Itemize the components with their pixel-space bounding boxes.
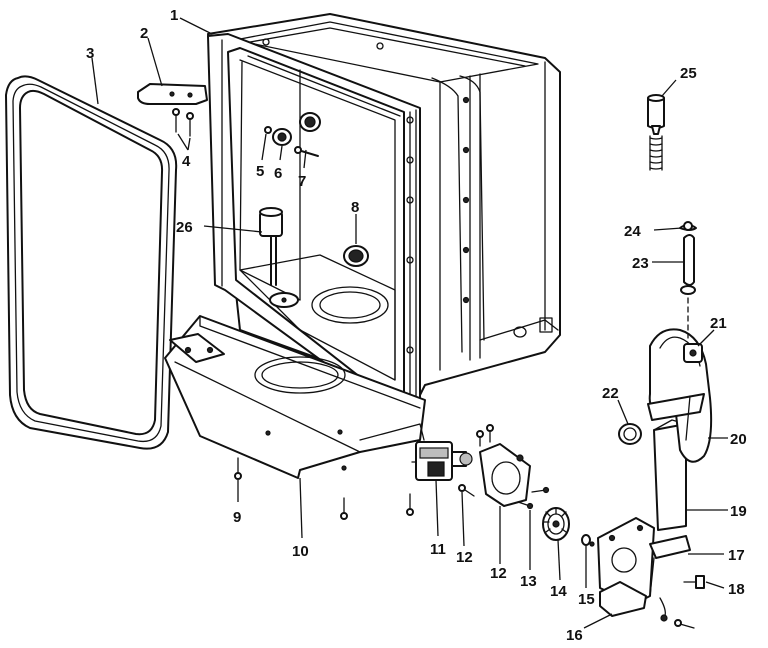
callout-11: 11 (430, 541, 446, 558)
spring-fitting (647, 94, 665, 171)
callout-3: 3 (86, 45, 94, 62)
callout-4: 4 (182, 153, 191, 170)
bracket-screw (674, 575, 705, 629)
hinge-screws (172, 108, 194, 137)
pump-bracket (649, 535, 691, 622)
housing-screws (517, 486, 550, 510)
impeller (542, 507, 570, 541)
callout-2: 2 (140, 25, 148, 42)
callout-19: 19 (730, 503, 747, 520)
callout-23: 23 (632, 255, 649, 272)
callout-26: 26 (176, 219, 193, 236)
mounting-plate (597, 517, 655, 617)
hinge-bracket (137, 83, 208, 105)
float-switch (259, 207, 299, 308)
callout-6: 6 (274, 165, 282, 182)
callout-15: 14 (550, 583, 567, 600)
callout-12-left: 12 (456, 549, 473, 566)
callout-12-right: 18 (728, 581, 745, 598)
hose-and-clamps (679, 221, 697, 339)
door-gasket (5, 75, 178, 450)
callout-14: 13 (520, 573, 537, 590)
drain-hose (647, 328, 713, 463)
leader-lines (91, 17, 728, 629)
o-ring (618, 423, 642, 445)
callout-5: 5 (256, 163, 264, 180)
callout-7: 7 (298, 173, 306, 190)
pump-housing (476, 424, 531, 507)
callout-25: 25 (680, 65, 697, 82)
bottom-pan (164, 315, 426, 520)
callout-labels: 1 2 3 4 5 6 7 8 9 10 11 12 12 13 14 15 1… (86, 7, 747, 644)
motor-screw (458, 484, 475, 497)
pump-motor (411, 441, 473, 481)
callout-9: 9 (233, 509, 241, 526)
inlet-fittings (264, 112, 321, 157)
callout-13: 12 (490, 565, 507, 582)
callout-21: 21 (710, 315, 727, 332)
callout-16: 15 (578, 591, 595, 608)
callout-20: 20 (730, 431, 747, 448)
callout-8: 8 (351, 199, 359, 216)
callout-17: 16 (566, 627, 583, 644)
seal (581, 534, 595, 547)
callout-1: 1 (170, 7, 178, 24)
callout-18: 17 (728, 547, 745, 564)
callout-24: 24 (624, 223, 641, 240)
callout-10: 10 (292, 543, 309, 560)
callout-22: 22 (602, 385, 619, 402)
